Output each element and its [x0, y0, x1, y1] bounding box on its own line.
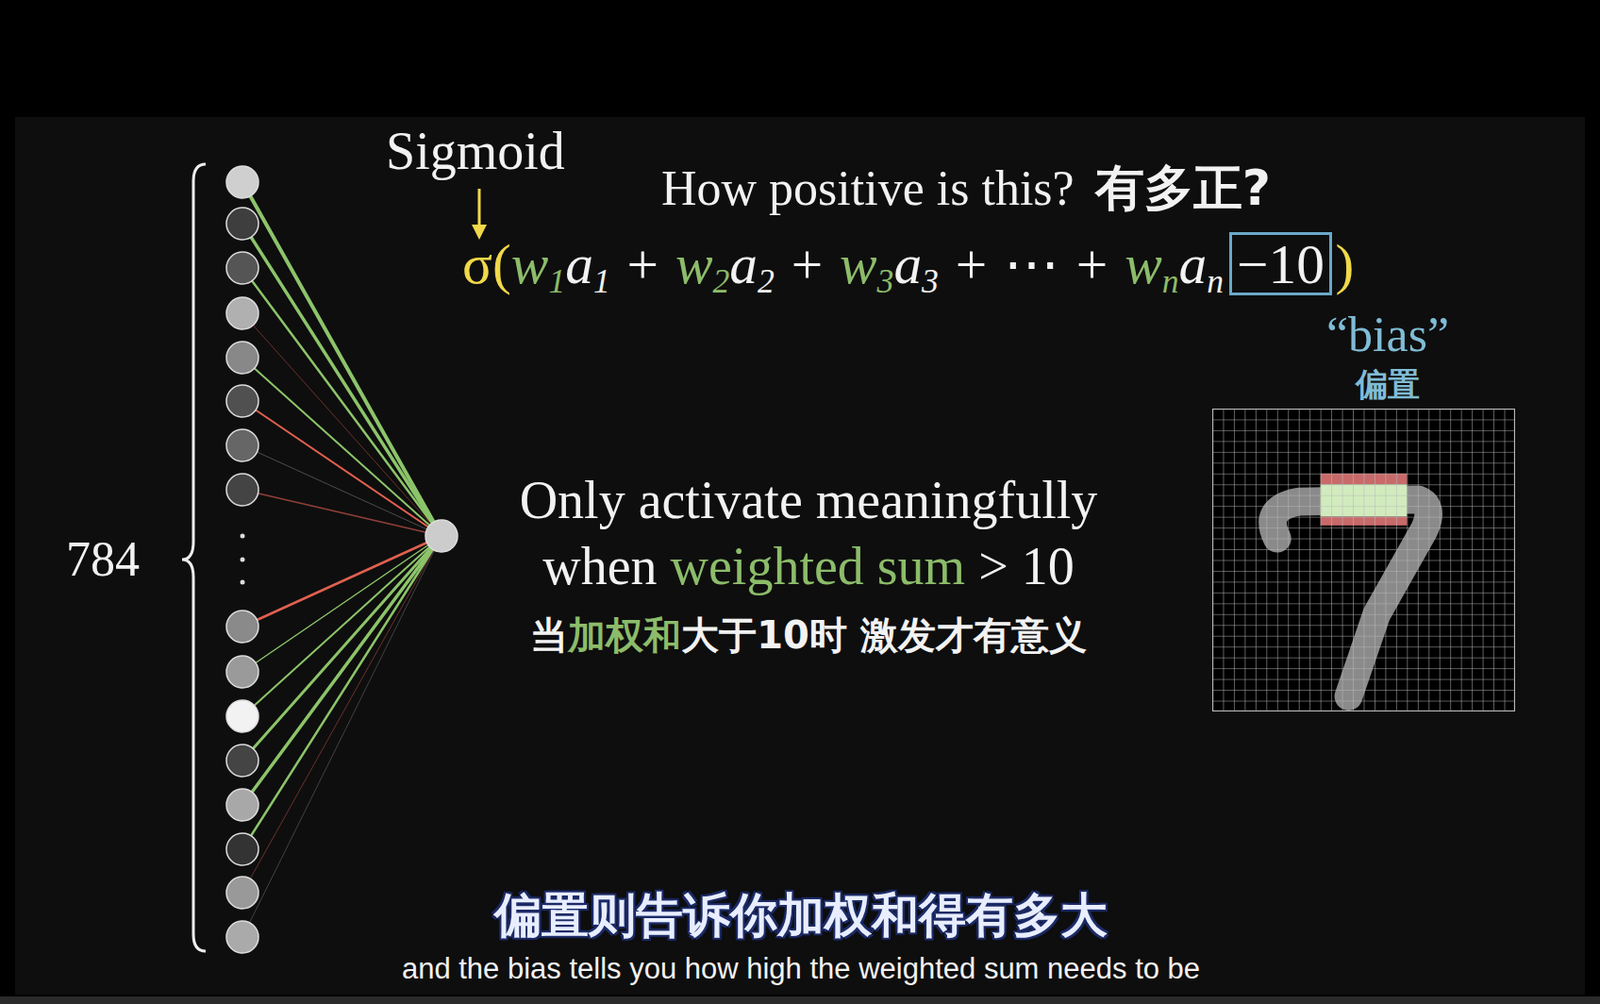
- subscript: 2: [713, 262, 731, 301]
- bias-box: −10: [1229, 232, 1333, 296]
- question-text: How positive is this?: [661, 160, 1075, 217]
- activation-symbol: a: [893, 232, 922, 297]
- text-row: Only activate meaningfully: [519, 469, 1099, 531]
- subscript: 3: [921, 262, 939, 301]
- text-row: How positive is this? 有多正?: [661, 160, 1271, 217]
- ellipsis: ⋯: [1003, 232, 1060, 297]
- plus-sign: +: [627, 232, 660, 297]
- activation-symbol: a: [1179, 232, 1208, 297]
- text-row: “bias”: [1326, 306, 1450, 364]
- bias-value: −10: [1236, 233, 1325, 296]
- text-row: whenweighted sum> 10: [542, 535, 1075, 597]
- sigma-symbol: σ: [462, 232, 493, 297]
- parenthesis: ): [1335, 232, 1355, 297]
- plus-sign: +: [1076, 232, 1109, 297]
- bottom-strip: [0, 996, 1600, 1004]
- text-row: and the bias tells you how high the weig…: [401, 951, 1200, 986]
- note-text: Only activate meaningfully: [519, 469, 1099, 531]
- weight-symbol: w: [511, 232, 550, 297]
- note-highlight: weighted sum: [670, 535, 967, 597]
- subscript: 1: [548, 262, 566, 301]
- note-highlight-zh: 加权和: [567, 613, 682, 657]
- activation-symbol: a: [565, 232, 594, 297]
- bias-label: “bias”: [1326, 306, 1450, 364]
- pixel-grid-digit: [1212, 408, 1516, 712]
- text-row: 偏置: [1355, 366, 1420, 403]
- sigmoid-label: Sigmoid: [385, 120, 566, 182]
- subscript: 2: [757, 262, 775, 301]
- plus-sign: +: [791, 232, 824, 297]
- bias-label-zh: 偏置: [1355, 366, 1420, 403]
- text-row: σ(w1a1+w2a2+w3a3+⋯+wnan−10): [462, 232, 1354, 297]
- subscript: 1: [593, 262, 611, 301]
- weight-symbol: w: [675, 232, 714, 297]
- subscript: n: [1206, 262, 1224, 301]
- input-count: 784: [66, 531, 140, 588]
- activation-symbol: a: [729, 232, 758, 297]
- parenthesis: (: [492, 232, 512, 297]
- weight-symbol: w: [1124, 232, 1163, 297]
- question-text-zh: 有多正?: [1095, 160, 1271, 217]
- note-text-zh: 当: [530, 613, 568, 657]
- text-row: 当加权和大于10时 激发才有意义: [530, 613, 1087, 657]
- subtitle-en: and the bias tells you how high the weig…: [401, 951, 1200, 986]
- text-row: Sigmoid: [385, 120, 566, 182]
- weight-symbol: w: [839, 232, 878, 297]
- plus-sign: +: [955, 232, 988, 297]
- subscript: n: [1162, 262, 1180, 301]
- text-row: 偏置则告诉你加权和得有多大: [494, 888, 1108, 944]
- subtitle-zh: 偏置则告诉你加权和得有多大: [494, 888, 1108, 944]
- subscript: 3: [877, 262, 895, 301]
- note-text: > 10: [978, 535, 1075, 597]
- note-text: when: [542, 535, 657, 597]
- note-text-zh: 大于10时 激发才有意义: [681, 613, 1087, 657]
- text-row: 784: [66, 531, 140, 588]
